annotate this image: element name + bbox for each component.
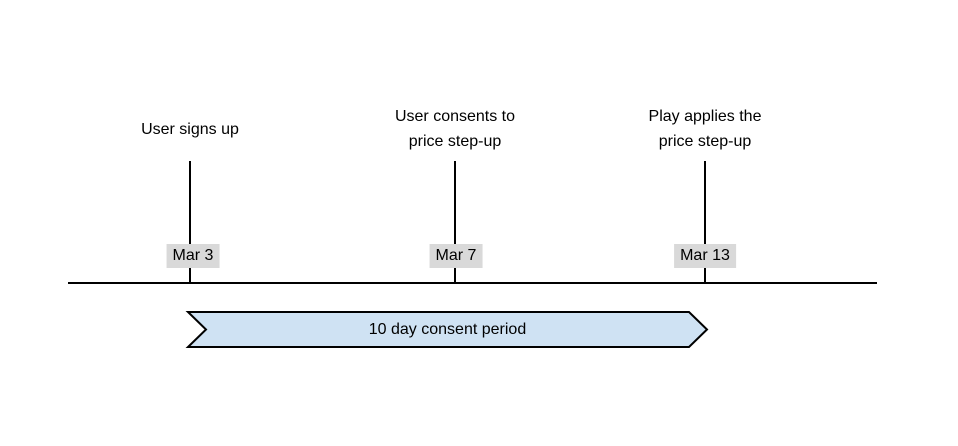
consent-period-banner [185,311,709,348]
event-title-signup: User signs up [141,120,239,138]
event-title-consent: User consents to price step-up [394,108,516,150]
event-tick-apply [704,161,706,284]
ribbon-arrow-shape [185,311,709,348]
date-label-mar7: Mar 7 [429,244,483,268]
event-title-apply: Play applies the price step-up [648,108,762,150]
consent-period-label: 10 day consent period [368,320,527,338]
event-tick-consent [454,161,456,284]
event-tick-signup [189,161,191,284]
timeline-axis [68,282,877,284]
date-label-mar3: Mar 3 [166,244,220,268]
date-label-mar13: Mar 13 [674,244,736,268]
